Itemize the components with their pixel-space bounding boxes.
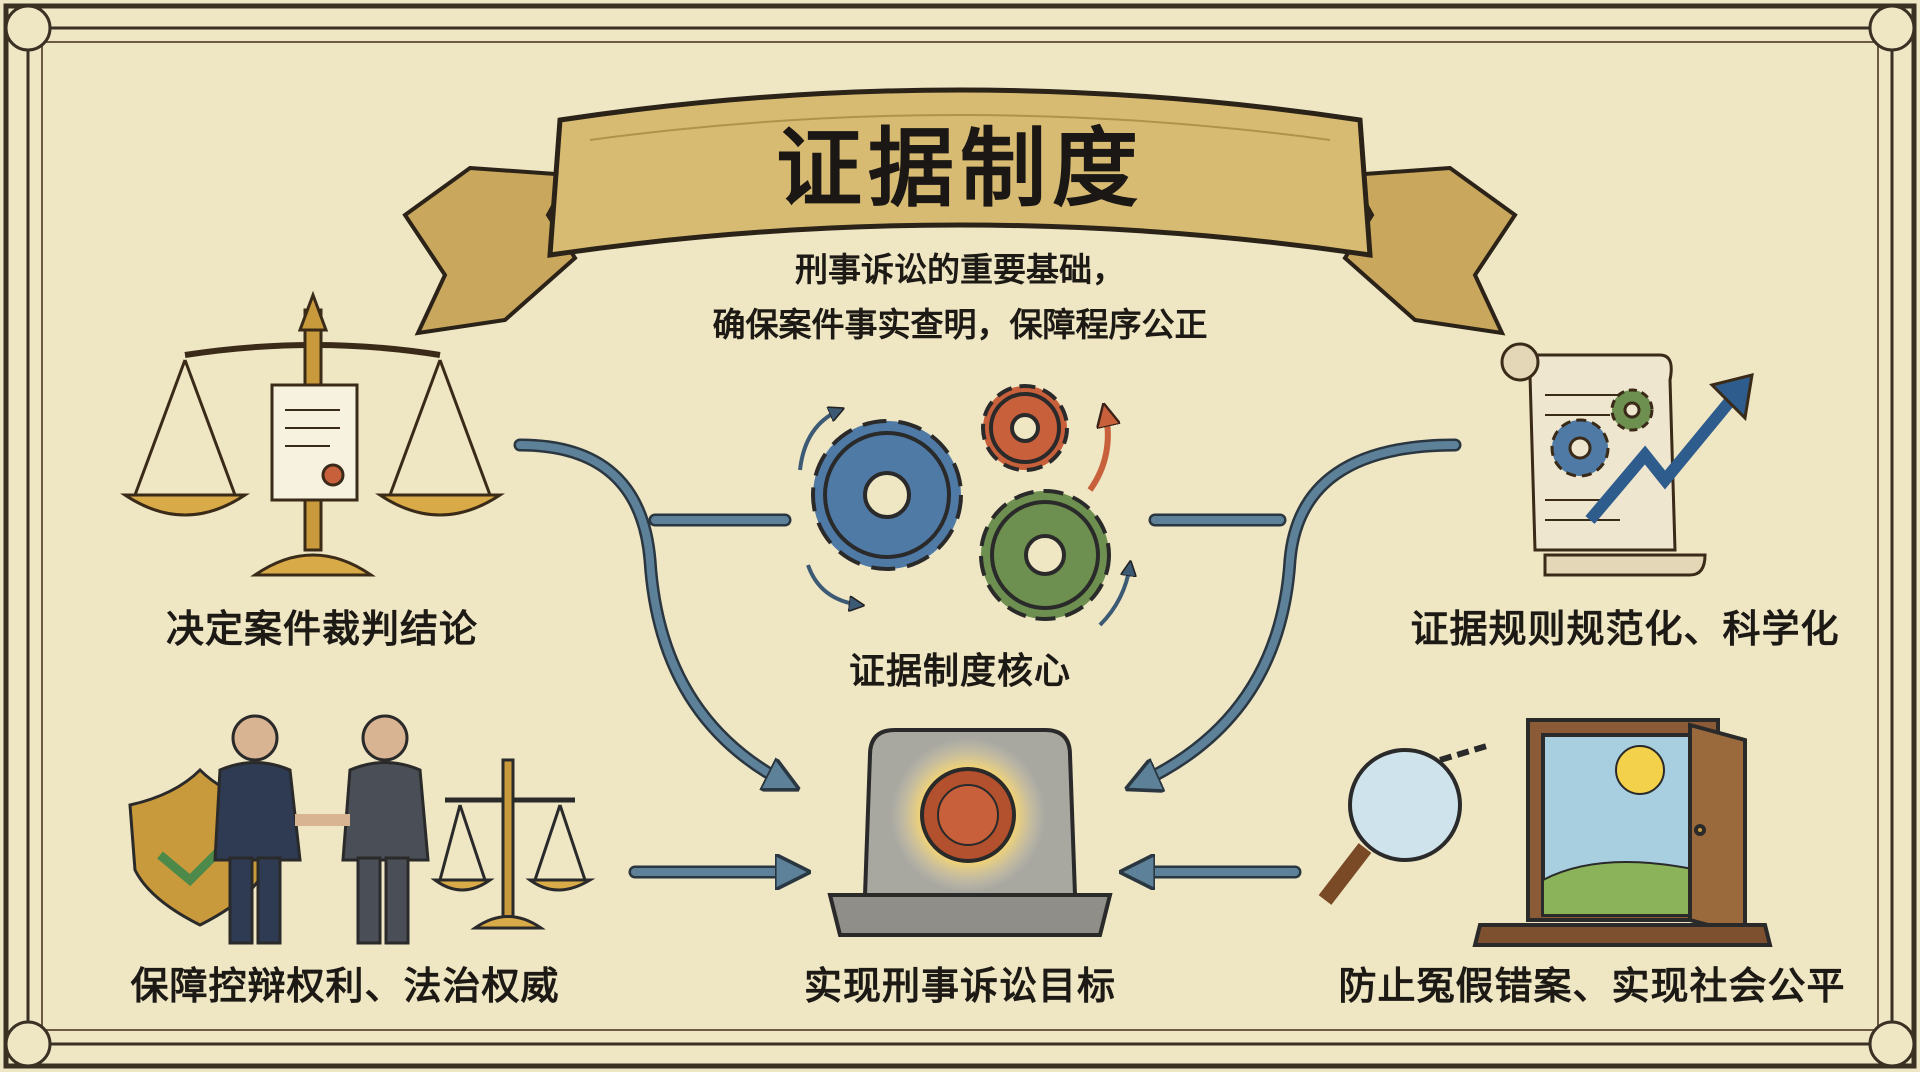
- node-label-bottom-left: 保障控辩权利、法治权威: [130, 964, 560, 1008]
- scroll-growth-chart-icon: [1500, 342, 1754, 577]
- page-title: 证据制度: [776, 119, 1144, 219]
- stone-seal-icon: [827, 728, 1113, 937]
- node-label-top-left: 决定案件裁判结论: [165, 607, 479, 651]
- scales-of-justice-icon: [120, 290, 505, 577]
- subtitle-line2: 确保案件事实查明，保障程序公正: [712, 305, 1208, 344]
- page-frame: [3, 3, 1917, 1069]
- subtitle-line1: 刑事诉讼的重要基础，: [795, 250, 1125, 289]
- magnifier-open-door-icon: [1318, 718, 1773, 947]
- node-label-top-right: 证据规则规范化、科学化: [1410, 607, 1840, 651]
- gears-icon: [798, 384, 1130, 627]
- node-label-bottom-center: 实现刑事诉讼目标: [803, 964, 1117, 1008]
- connector-arrows: [513, 438, 1462, 872]
- node-label-center: 证据制度核心: [848, 651, 1072, 692]
- title-banner: [402, 87, 1518, 336]
- handshake-shield-scales-icon: [128, 714, 596, 945]
- node-label-bottom-right: 防止冤假错案、实现社会公平: [1338, 964, 1846, 1008]
